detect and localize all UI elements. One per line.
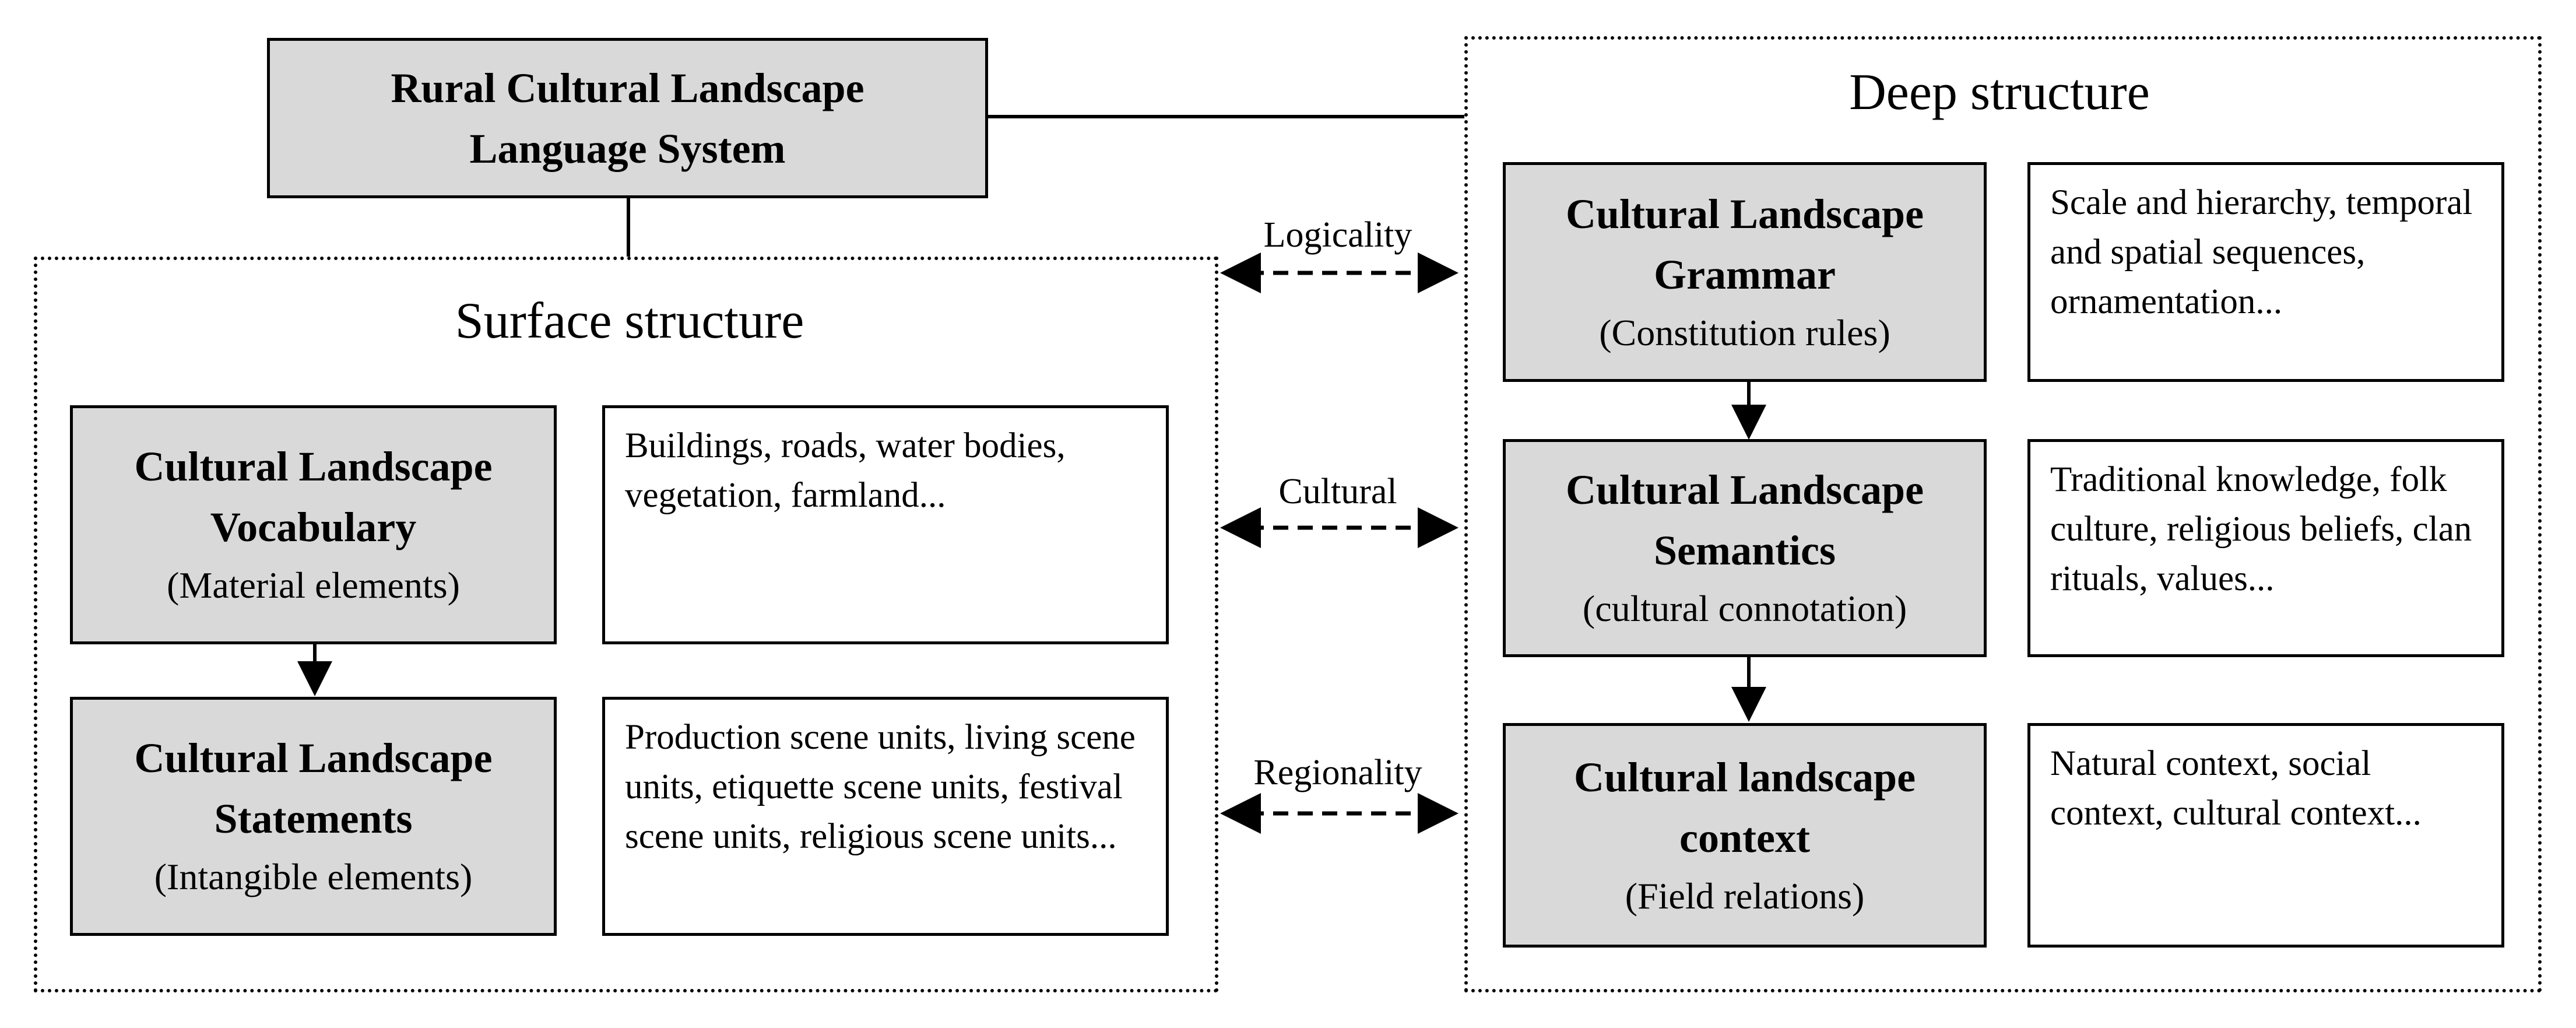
surface-structure-title: Surface structure — [455, 293, 804, 349]
grammar-sub: (Constitution rules) — [1599, 311, 1890, 353]
cultural-label: Cultural — [1278, 472, 1397, 511]
semantics-line1: Cultural Landscape — [1565, 466, 1924, 513]
semantics-line2: Semantics — [1654, 527, 1836, 574]
context-line1: Cultural landscape — [1573, 753, 1916, 801]
vocabulary-sub: (Material elements) — [167, 564, 460, 606]
deep-structure-group — [1464, 36, 2542, 992]
vocabulary-line2: Vocabulary — [210, 504, 417, 550]
statements-line1: Cultural Landscape — [134, 735, 493, 781]
statements-node: Cultural Landscape Statements (Intangibl… — [70, 697, 557, 936]
vocabulary-description: Buildings, roads, water bodies, vegetati… — [602, 405, 1169, 644]
statements-description: Production scene units, living scene uni… — [602, 697, 1169, 936]
root-line2: Language System — [469, 125, 786, 172]
grammar-description: Scale and hierarchy, temporal and spatia… — [2027, 162, 2504, 382]
surface-structure-group — [34, 257, 1218, 992]
root-line1: Rural Cultural Landscape — [391, 64, 864, 111]
regionality-label: Regionality — [1253, 753, 1422, 792]
grammar-line1: Cultural Landscape — [1565, 190, 1924, 237]
context-node: Cultural landscape context (Field relati… — [1503, 723, 1987, 948]
semantics-node: Cultural Landscape Semantics (cultural c… — [1503, 439, 1987, 657]
statements-line2: Statements — [214, 795, 413, 842]
vocabulary-line1: Cultural Landscape — [134, 443, 493, 490]
context-description: Natural context, social context, cultura… — [2027, 723, 2504, 948]
context-sub: (Field relations) — [1625, 875, 1865, 917]
root-node: Rural Cultural Landscape Language System — [267, 38, 988, 198]
vocabulary-node: Cultural Landscape Vocabulary (Material … — [70, 405, 557, 644]
semantics-description: Traditional knowledge, folk culture, rel… — [2027, 439, 2504, 657]
logicality-label: Logicality — [1263, 215, 1412, 255]
statements-sub: (Intangible elements) — [154, 856, 473, 897]
grammar-line2: Grammar — [1654, 251, 1836, 298]
grammar-node: Cultural Landscape Grammar (Constitution… — [1503, 162, 1987, 382]
semantics-sub: (cultural connotation) — [1582, 588, 1907, 629]
context-line2: context — [1679, 814, 1810, 861]
deep-structure-title: Deep structure — [1849, 64, 2150, 121]
